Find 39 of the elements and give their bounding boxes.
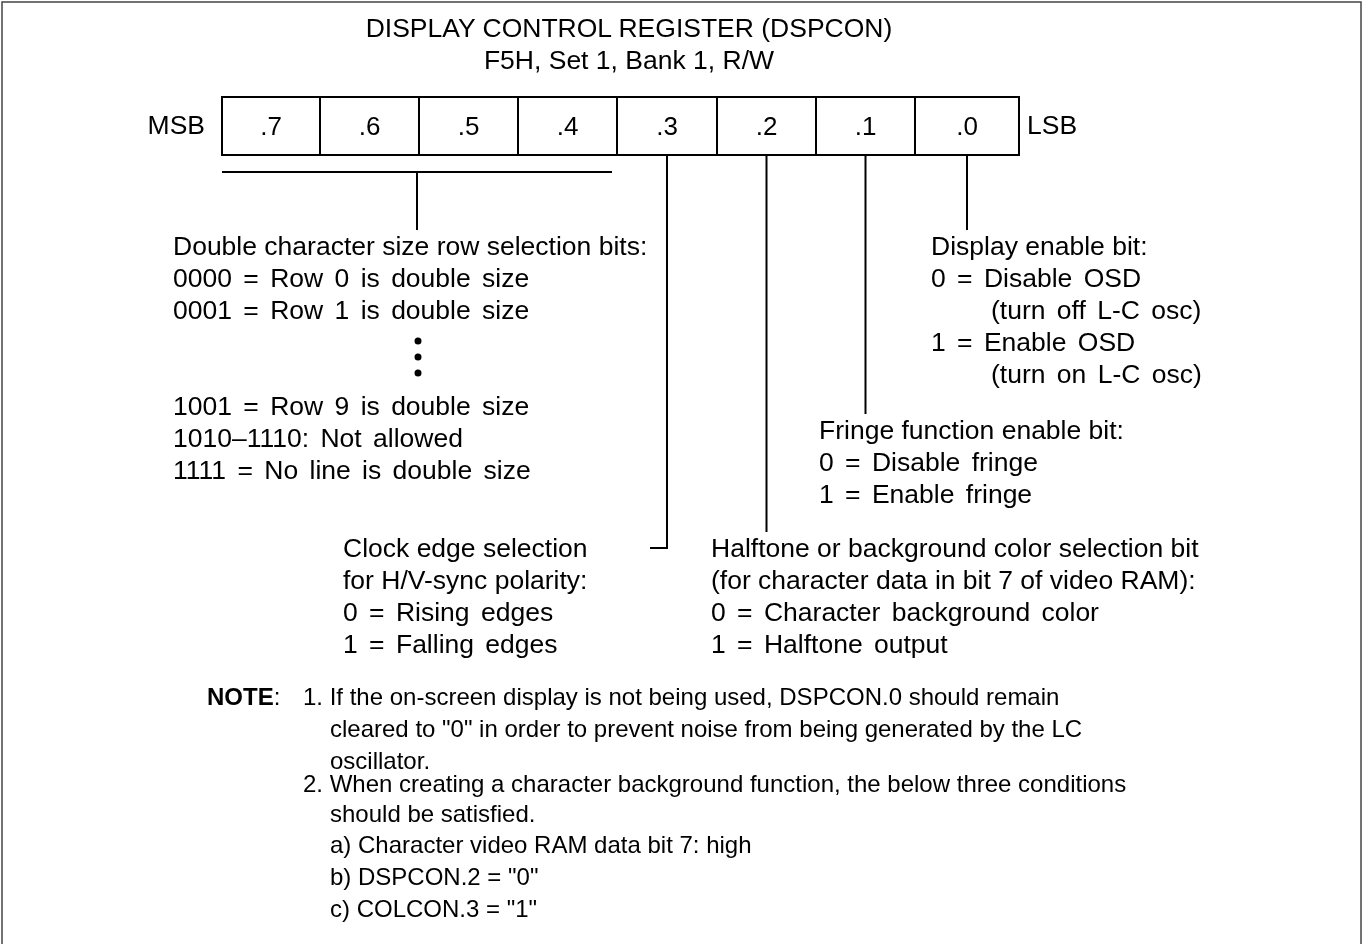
value-description: 1 = Halftone output: [711, 628, 949, 660]
bit-cell: .4: [517, 96, 618, 156]
note-heading: NOTE:: [207, 682, 281, 712]
leader-line: [765, 155, 768, 533]
condition-text: c) COLCON.3 = "1": [330, 894, 538, 924]
value-description: 0 = Rising edges: [343, 596, 555, 628]
field-description: Display enable bit:: [931, 230, 1149, 262]
register-address: F5H, Set 1, Bank 1, R/W: [482, 44, 776, 76]
value-description: 1010–1110: Not allowed: [173, 422, 464, 454]
value-description: 0 = Disable OSD (turn off L-C osc): [931, 262, 1203, 326]
bit-cell: .3: [616, 96, 718, 156]
value-description: 0000 = Row 0 is double size: [173, 262, 531, 294]
value-description: 1 = Enable fringe: [819, 478, 1034, 510]
bit-cell: .5: [418, 96, 519, 156]
value-description: 0001 = Row 1 is double size: [173, 294, 531, 326]
msb-label: MSB: [147, 109, 205, 141]
bit-cell: .2: [716, 96, 817, 156]
condition-text: b) DSPCON.2 = "0": [330, 862, 539, 892]
field-description: Fringe function enable bit:: [819, 414, 1125, 446]
value-description: 1001 = Row 9 is double size: [173, 390, 531, 422]
leader-line: [864, 155, 867, 415]
bit-cell: .1: [815, 96, 916, 156]
field-description: Clock edge selection for H/V-sync polarity:: [343, 532, 589, 596]
bit-cell: .7: [221, 96, 321, 156]
leader-line: [649, 155, 668, 549]
field-description: Halftone or background color selection bit (for character data in bit 7 of video RAM):: [711, 532, 1200, 596]
value-description: 1 = Falling edges: [343, 628, 559, 660]
leader-line: [966, 155, 968, 231]
field-description: Double character size row selection bits:: [173, 230, 649, 262]
bit-cell: .0: [914, 96, 1020, 156]
diagram-title: DISPLAY CONTROL REGISTER (DSPCON): [364, 12, 894, 44]
lsb-label: LSB: [1027, 109, 1078, 141]
value-description: 0 = Character background color: [711, 596, 1100, 628]
bit-cell: .6: [319, 96, 420, 156]
value-description: 1111 = No line is double size: [173, 454, 532, 486]
condition-text: a) Character video RAM data bit 7: high: [330, 830, 752, 860]
value-description: 0 = Disable fringe: [819, 446, 1039, 478]
leader-line: [416, 172, 418, 231]
value-description: 1 = Enable OSD (turn on L-C osc): [931, 326, 1203, 390]
